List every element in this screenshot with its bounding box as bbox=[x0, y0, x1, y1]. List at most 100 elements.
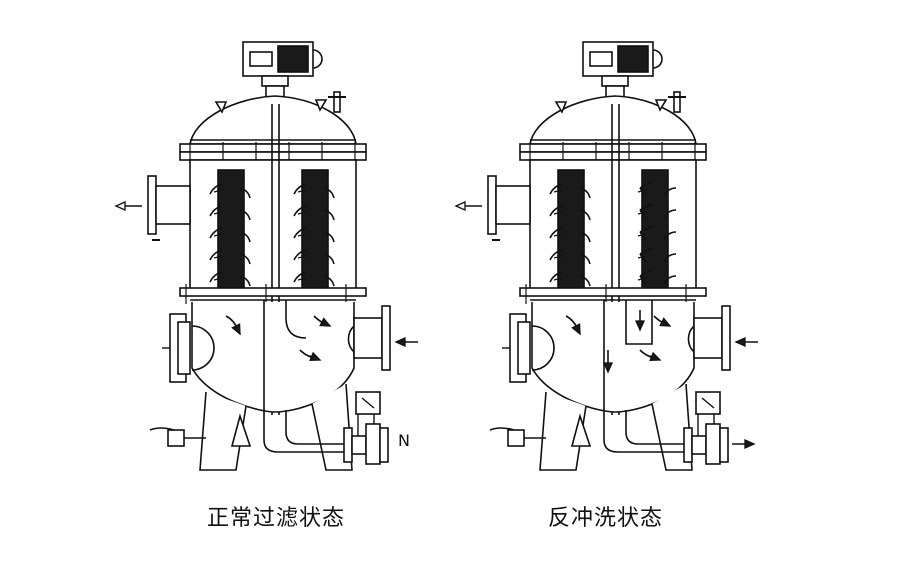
drain-cock bbox=[489, 427, 546, 447]
gearbox bbox=[601, 75, 629, 87]
chamber-arrow-3 bbox=[649, 351, 662, 362]
blowdown-flange-2 bbox=[379, 427, 389, 463]
filter-element bbox=[549, 169, 591, 293]
suction-pipe bbox=[263, 300, 307, 410]
leg-gusset bbox=[230, 413, 252, 447]
top-flange-upper bbox=[179, 143, 367, 153]
flow-slot bbox=[663, 275, 677, 285]
drain-cock bbox=[149, 427, 206, 447]
flow-slot bbox=[579, 231, 591, 243]
motor-end bbox=[652, 49, 663, 69]
flow-slot bbox=[293, 227, 307, 239]
inlet-pipe bbox=[347, 305, 391, 371]
drive-motor bbox=[242, 41, 323, 112]
gearbox bbox=[261, 75, 289, 87]
chamber-shell bbox=[529, 159, 697, 293]
partition-flange bbox=[179, 287, 367, 297]
handhole-flange bbox=[177, 321, 191, 375]
blowdown-valve bbox=[705, 423, 721, 465]
flow-slot bbox=[639, 181, 653, 197]
flow-slot bbox=[549, 271, 563, 283]
motor-winding bbox=[277, 45, 309, 73]
caption-backwash: 反冲洗状态 bbox=[548, 506, 664, 531]
motor-box bbox=[249, 51, 273, 67]
inlet-flange bbox=[381, 305, 391, 371]
outlet-flow-arrow bbox=[454, 200, 482, 212]
outlet-flange bbox=[487, 175, 497, 235]
outlet-flow-arrow bbox=[114, 200, 142, 212]
outlet-valve-mark: N bbox=[398, 431, 410, 450]
flow-slot bbox=[239, 187, 251, 199]
caption-normal-filtering: 正常过滤状态 bbox=[207, 506, 346, 531]
handhole-flange bbox=[517, 321, 531, 375]
filter-screen bbox=[557, 169, 585, 293]
filter-chamber bbox=[529, 104, 697, 415]
inlet-nozzle bbox=[353, 317, 383, 359]
backwash-shaft-arrow bbox=[602, 350, 614, 374]
support-legs bbox=[539, 383, 693, 471]
chamber-arrow-1 bbox=[231, 323, 241, 336]
flow-slot bbox=[323, 253, 335, 265]
flow-slot bbox=[239, 275, 251, 287]
flow-slot bbox=[639, 269, 653, 285]
outlet-nozzle bbox=[155, 185, 191, 225]
blowdown-flange-1 bbox=[683, 427, 693, 463]
chamber-arrow-1 bbox=[571, 323, 581, 336]
blowdown-valve bbox=[365, 423, 381, 465]
flow-slot bbox=[209, 271, 223, 283]
filter-element bbox=[637, 169, 677, 293]
lower-shell bbox=[531, 302, 695, 413]
leg-gusset bbox=[570, 413, 592, 447]
chamber-arrow-2 bbox=[659, 317, 672, 327]
flow-slot bbox=[663, 187, 677, 197]
flow-slot bbox=[639, 225, 653, 241]
cock-body bbox=[167, 429, 185, 447]
flow-slot bbox=[579, 209, 591, 221]
flow-slot bbox=[239, 253, 251, 265]
flow-slot bbox=[663, 253, 677, 263]
inlet-flange bbox=[721, 305, 731, 371]
chamber-arrow-2 bbox=[319, 317, 332, 327]
lifting-lug-right bbox=[654, 99, 668, 112]
blowdown-flange-2 bbox=[719, 427, 729, 463]
flow-slot bbox=[209, 205, 223, 217]
cock-body bbox=[507, 429, 525, 447]
dome-head bbox=[529, 91, 697, 145]
handhole-curve bbox=[191, 325, 215, 371]
chamber-shell bbox=[189, 159, 357, 293]
backwash-down-arrow bbox=[634, 310, 646, 332]
outlet-flange bbox=[147, 175, 157, 235]
chamber-arrow-3 bbox=[309, 351, 322, 362]
dome bbox=[189, 95, 357, 145]
flow-slot bbox=[323, 231, 335, 243]
flow-slot bbox=[639, 247, 653, 263]
motor-box bbox=[589, 51, 613, 67]
motor-winding bbox=[617, 45, 649, 73]
lifting-lug-left bbox=[554, 101, 568, 114]
flow-slot bbox=[639, 203, 653, 219]
motor-end bbox=[312, 49, 323, 69]
support-legs bbox=[199, 383, 353, 471]
outlet-pipe bbox=[147, 175, 191, 241]
blowdown-flange-1 bbox=[343, 427, 353, 463]
flow-slot bbox=[239, 231, 251, 243]
inlet-flow-arrow bbox=[734, 336, 758, 348]
inlet-chamber bbox=[162, 302, 355, 413]
outlet-nozzle bbox=[495, 185, 531, 225]
flow-slot bbox=[663, 231, 677, 241]
blowdown-line bbox=[263, 391, 389, 465]
suction-elbow bbox=[603, 300, 653, 410]
top-flange-upper bbox=[519, 143, 707, 153]
blowdown-valve-body bbox=[691, 435, 707, 455]
inlet-nozzle bbox=[693, 317, 723, 359]
drive-motor bbox=[582, 41, 663, 112]
flow-slot bbox=[209, 227, 223, 239]
inlet-pipe bbox=[687, 305, 731, 371]
flow-slot bbox=[549, 249, 563, 261]
leg-right bbox=[311, 383, 353, 471]
vent-valve bbox=[333, 91, 341, 113]
filter-normal-mode bbox=[114, 41, 418, 471]
flow-slot bbox=[549, 205, 563, 217]
flow-slot bbox=[579, 275, 591, 287]
